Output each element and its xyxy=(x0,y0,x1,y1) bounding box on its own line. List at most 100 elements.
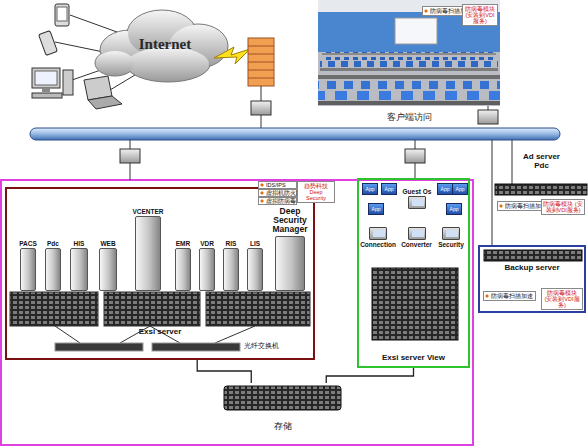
esxi-cluster-box: Exsi server PACS Pdc HIS WEB VCENTEREMR VDR RIS… xyxy=(5,187,315,360)
router-icon xyxy=(251,101,271,115)
storage-array xyxy=(224,386,341,410)
pink-frame xyxy=(1,180,473,445)
classroom-photo xyxy=(318,0,500,106)
vm-server: RIS xyxy=(220,240,242,291)
keyboard-icon xyxy=(32,93,62,98)
callout-note: 防病毒扫描加速 xyxy=(483,291,536,301)
vm-server: VDR xyxy=(196,240,218,291)
server-tower xyxy=(20,248,36,291)
server-label: Deep Security Manager xyxy=(267,207,313,235)
network-wire xyxy=(512,140,513,184)
server-tower xyxy=(45,248,61,291)
monitor-screen xyxy=(35,71,57,85)
vm-server: Pdc xyxy=(42,240,64,291)
vm-server: EMR xyxy=(171,240,195,291)
product-note: 趋势科技 Deep Security xyxy=(297,181,335,203)
firewall-icon xyxy=(248,38,274,86)
app-icon: App xyxy=(362,183,378,195)
vm-icon xyxy=(408,227,426,240)
app-icon: App xyxy=(437,183,453,195)
ad-server: Ad server Pdc xyxy=(495,153,588,183)
server-label: RIS xyxy=(226,240,237,247)
server-tower xyxy=(199,248,215,291)
network-bus xyxy=(30,128,560,140)
callout-note: 防病毒模块 (安装到VDI服务) xyxy=(462,4,498,26)
tablet-icon xyxy=(55,4,69,26)
server-tower xyxy=(247,248,263,291)
photo-caption: 客户端访问 xyxy=(387,113,432,123)
phone-icon xyxy=(39,31,58,56)
pc-tower-icon xyxy=(63,70,73,95)
desk-row xyxy=(318,74,500,90)
server-label: Exsi server xyxy=(139,328,182,337)
app-icon: App xyxy=(446,203,462,215)
network-wire xyxy=(492,140,493,245)
rack-server xyxy=(104,292,200,326)
firewall-brick xyxy=(248,54,274,55)
desk-row xyxy=(318,91,500,106)
server-tower xyxy=(223,248,239,291)
classroom-screen xyxy=(395,18,437,44)
fiber-switch xyxy=(152,343,240,351)
fiber-switch xyxy=(55,343,143,351)
lightning-symbol xyxy=(214,47,250,64)
laptop-base xyxy=(88,96,122,109)
vm-server: LIS xyxy=(244,240,266,291)
vm-server: VCENTER xyxy=(130,208,166,291)
fiber-wire xyxy=(55,326,80,343)
server-tower xyxy=(99,248,117,291)
desk-row xyxy=(322,52,496,60)
vm-guest: Security xyxy=(434,226,468,260)
server-tower xyxy=(135,216,161,291)
vm-server: Deep Security Manager xyxy=(267,207,313,291)
server-label: Pdc xyxy=(47,240,59,247)
switch-label: 光纤交换机 xyxy=(244,342,279,350)
cloud-fill xyxy=(96,51,134,75)
router-icon xyxy=(478,110,498,124)
fiber-wire xyxy=(215,326,255,343)
server-label: Exsi server View xyxy=(382,354,445,363)
firewall-brick xyxy=(248,46,274,47)
feature-item: 虚拟机防火墙 xyxy=(258,189,297,197)
server-label: PACS xyxy=(19,240,37,247)
monitor-stand xyxy=(42,88,50,92)
vm-label: Security xyxy=(438,241,464,248)
vm-guest: Guest Os xyxy=(401,188,433,226)
storage-node: 存储 xyxy=(220,383,345,438)
callout-note: 防病毒模块 (安装到VDI服务) xyxy=(541,288,583,310)
rack-server xyxy=(10,292,98,326)
cloud-label: Internet xyxy=(139,36,192,52)
app-icon: App xyxy=(368,203,384,215)
vm-guest: Connection xyxy=(358,226,398,260)
storage-label: 存储 xyxy=(274,422,292,432)
vm-icon xyxy=(369,227,387,240)
server-label: HIS xyxy=(74,240,85,247)
blade-chassis xyxy=(372,268,458,340)
switch-icon xyxy=(120,149,140,163)
server-label: VDR xyxy=(200,240,214,247)
vm-icon xyxy=(408,196,426,209)
vm-guest: Converter xyxy=(399,226,434,260)
connector-line xyxy=(326,368,413,383)
vm-server: PACS xyxy=(14,240,42,291)
callout-note: 防病毒模块 (安装到VDI服务) xyxy=(541,199,585,215)
app-icon: App xyxy=(452,183,468,195)
server-tower xyxy=(175,248,191,291)
tablet-screen xyxy=(57,7,67,21)
server-label: WEB xyxy=(100,240,115,247)
vm-icon xyxy=(442,227,460,240)
server-label: LIS xyxy=(250,240,260,247)
server-tower xyxy=(275,236,305,291)
server-label: Ad server Pdc xyxy=(519,153,565,170)
firewall-brick xyxy=(248,78,274,79)
server-label: Backup server xyxy=(504,264,559,273)
feature-item: IDS/IPS xyxy=(258,181,297,189)
vm-label: Guest Os xyxy=(403,188,432,195)
connector-line xyxy=(197,360,251,383)
app-icon: App xyxy=(381,183,397,195)
firewall-brick xyxy=(248,70,274,71)
firewall-brick xyxy=(248,62,274,63)
cloud-node: Internet xyxy=(105,22,225,67)
desk-row xyxy=(320,61,498,73)
